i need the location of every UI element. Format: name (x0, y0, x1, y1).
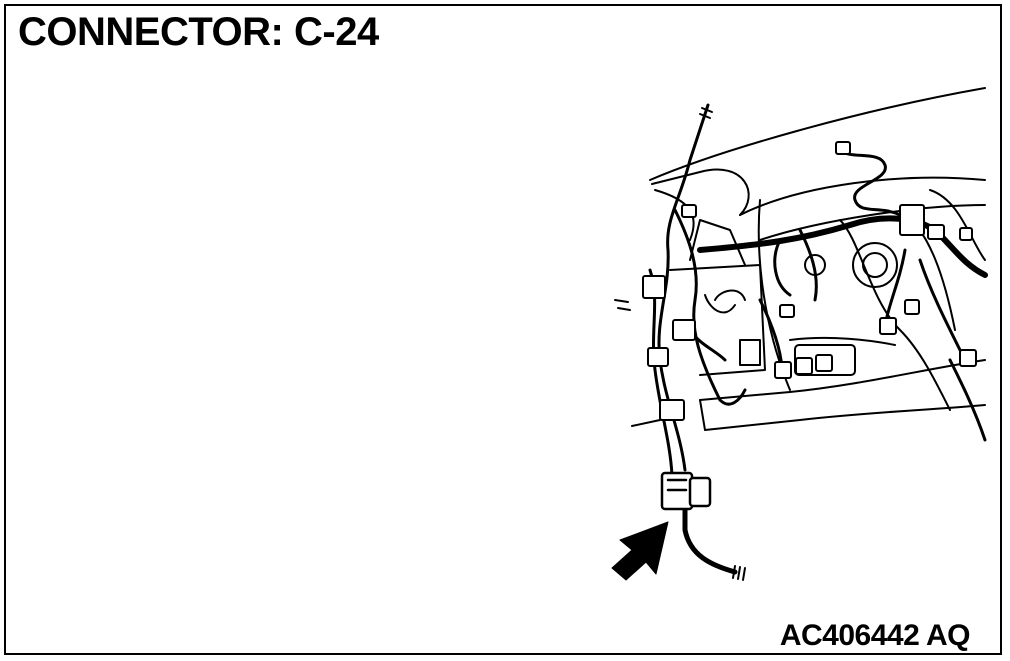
dashboard-outline (649, 87, 986, 431)
diagram-frame (4, 4, 1002, 655)
small-connectors (642, 141, 977, 421)
main-harness (697, 215, 988, 278)
lower-harness-end-ticks (732, 565, 746, 581)
pointer-arrow (611, 521, 669, 581)
upper-harness-end-ticks (699, 107, 713, 119)
figure-code: AC406442 AQ (779, 619, 971, 652)
connector-title: CONNECTOR: C-24 (18, 10, 379, 54)
left-harness-end-ticks (614, 299, 661, 427)
target-connector-c24 (660, 471, 712, 511)
lower-harness (682, 497, 738, 575)
